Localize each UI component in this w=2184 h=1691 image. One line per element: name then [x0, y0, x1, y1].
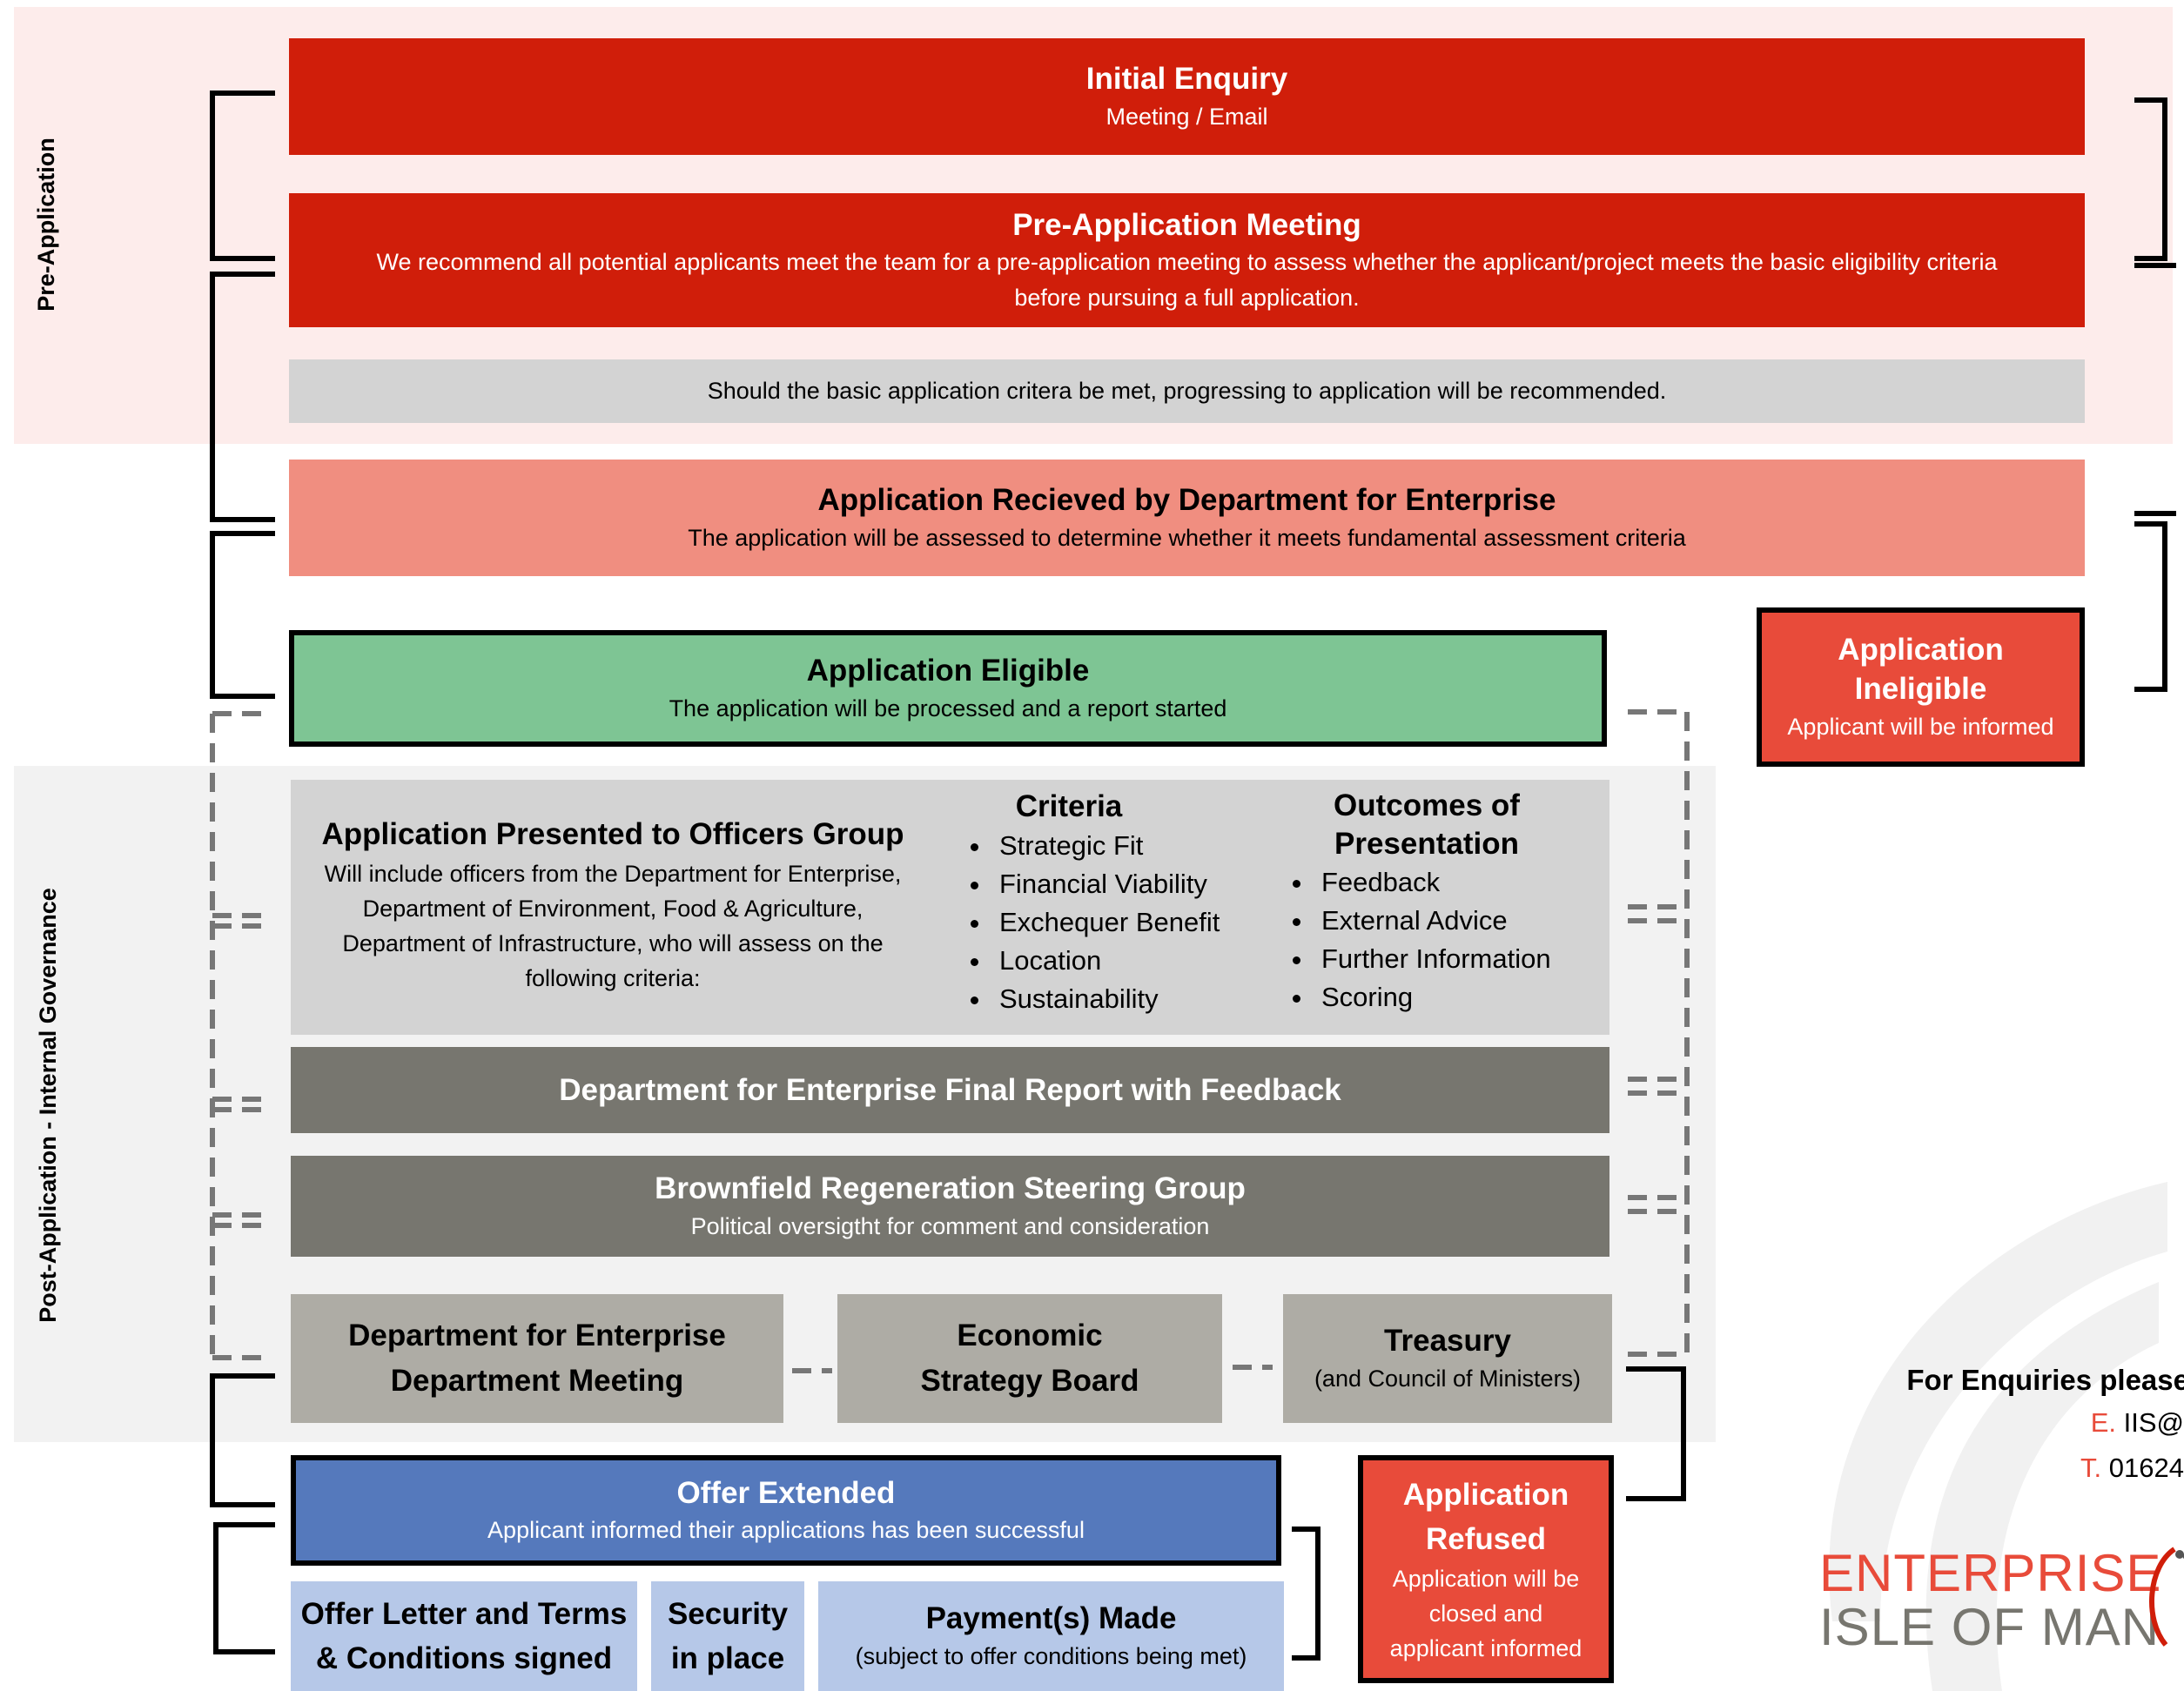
initial-enquiry-subtitle: Meeting / Email	[1105, 103, 1268, 130]
outcomes-title-1: Outcomes of	[1334, 788, 1520, 822]
security-box: Security in place	[651, 1581, 804, 1691]
offer-letter-title-2: & Conditions signed	[315, 1641, 613, 1675]
enquiries-phone-prefix: T.	[2080, 1453, 2102, 1483]
security-title-1: Security	[667, 1597, 789, 1631]
bracket-right-ineligible	[2134, 521, 2167, 692]
bracket-received-to-eligible	[210, 531, 275, 699]
criteria-item: Exchequer Benefit	[992, 903, 1222, 942]
criteria-column: Criteria Strategic Fit Financial Viabili…	[961, 787, 1222, 1018]
enquiries-heading: For Enquiries please	[1906, 1364, 2184, 1396]
application-refused-title-1: Application	[1402, 1478, 1569, 1512]
pre-application-meeting-box: Pre-Application Meeting We recommend all…	[289, 193, 2085, 327]
department-meeting-title-1: Department for Enterprise	[348, 1319, 726, 1352]
treasury-subtitle: (and Council of Ministers)	[1314, 1365, 1582, 1392]
criteria-item: Location	[992, 942, 1222, 980]
treasury-box: Treasury (and Council of Ministers)	[1283, 1294, 1612, 1423]
application-received-subtitle: The application will be assessed to dete…	[688, 524, 1686, 551]
offer-extended-subtitle: Applicant informed their applications ha…	[487, 1517, 1085, 1543]
outcomes-item: Further Information	[1314, 940, 1570, 978]
initial-enquiry-box: Initial Enquiry Meeting / Email	[289, 38, 2085, 155]
payments-box: Payment(s) Made (subject to offer condit…	[818, 1581, 1284, 1691]
application-eligible-title: Application Eligible	[806, 654, 1090, 688]
enquiries-block: For Enquiries please E. IIS@ T. 01624	[1872, 1360, 2184, 1491]
outcomes-list: Feedback External Advice Further Informa…	[1283, 863, 1570, 1017]
application-refused-line1: Application will be	[1392, 1566, 1580, 1592]
outcomes-title-2: Presentation	[1334, 827, 1519, 861]
economic-strategy-board-box: Economic Strategy Board	[837, 1294, 1222, 1423]
application-ineligible-box: Application Ineligible Applicant will be…	[1757, 607, 2085, 767]
department-meeting-box: Department for Enterprise Department Mee…	[291, 1294, 783, 1423]
steering-group-subtitle: Political oversigtht for comment and con…	[690, 1212, 1210, 1239]
application-ineligible-subtitle: Applicant will be informed	[1787, 713, 2054, 740]
criteria-title: Criteria	[1015, 789, 1123, 823]
logo-line-1: ENTERPRISE	[1819, 1546, 2162, 1602]
payments-subtitle: (subject to offer conditions being met)	[855, 1642, 1247, 1669]
payments-title: Payment(s) Made	[925, 1601, 1177, 1635]
pre-application-meeting-title: Pre-Application Meeting	[1012, 207, 1361, 242]
officers-group-description: Will include officers from the Departmen…	[324, 860, 902, 991]
bracket-payments-end	[1292, 1527, 1320, 1661]
outcomes-column: Outcomes of Presentation Feedback Extern…	[1283, 787, 1570, 1017]
pre-application-meeting-line1: We recommend all potential applicants me…	[376, 249, 1998, 276]
application-ineligible-title-2: Ineligible	[1854, 672, 1987, 707]
enquiries-email-prefix: E.	[2090, 1407, 2116, 1438]
bracket-right-enquiry	[2134, 97, 2167, 261]
logo-swoosh-graphic	[1829, 1182, 2167, 1691]
application-eligible-subtitle: The application will be processed and a …	[669, 695, 1227, 721]
officers-group-title: Application Presented to Officers Group	[321, 817, 904, 851]
bracket-meeting-to-received	[210, 272, 275, 522]
bracket-offer-to-steps	[213, 1522, 275, 1654]
logo-mark-icon	[2149, 1547, 2184, 1647]
steering-group-title: Brownfield Regeneration Steering Group	[655, 1171, 1246, 1205]
criteria-note-text: Should the basic application critera be …	[707, 378, 1667, 405]
department-meeting-title-2: Department Meeting	[390, 1364, 684, 1398]
offer-extended-title: Offer Extended	[676, 1475, 896, 1510]
outcomes-item: External Advice	[1314, 902, 1570, 940]
enquiries-email: E. IIS@	[1872, 1400, 2184, 1446]
application-eligible-box: Application Eligible The application wil…	[289, 630, 1607, 747]
enquiries-email-value: IIS@	[2123, 1407, 2184, 1438]
application-refused-title-2: Refused	[1425, 1522, 1547, 1556]
enterprise-logo: ENTERPRISE ISLE OF MAN	[1819, 1546, 2184, 1659]
officers-group-column: Application Presented to Officers Group …	[308, 815, 917, 996]
enquiries-phone: T. 01624	[1872, 1446, 2184, 1491]
offer-letter-box: Offer Letter and Terms & Conditions sign…	[291, 1581, 637, 1691]
final-report-box: Department for Enterprise Final Report w…	[291, 1047, 1609, 1133]
offer-letter-title-1: Offer Letter and Terms	[300, 1597, 628, 1631]
treasury-title: Treasury	[1384, 1324, 1511, 1358]
economic-strategy-board-title-1: Economic	[957, 1319, 1103, 1352]
bracket-treasury-to-refused	[1626, 1366, 1686, 1501]
criteria-item: Financial Viability	[992, 865, 1222, 903]
criteria-item: Strategic Fit	[992, 827, 1222, 865]
offer-extended-box: Offer Extended Applicant informed their …	[291, 1455, 1281, 1566]
final-report-title: Department for Enterprise Final Report w…	[559, 1072, 1341, 1107]
application-refused-line2: closed and	[1428, 1600, 1543, 1627]
application-ineligible-title-1: Application	[1838, 632, 2004, 667]
outcomes-item: Feedback	[1314, 863, 1570, 902]
initial-enquiry-title: Initial Enquiry	[1085, 62, 1288, 96]
steering-group-box: Brownfield Regeneration Steering Group P…	[291, 1156, 1609, 1257]
security-title-2: in place	[670, 1641, 785, 1675]
criteria-note-box: Should the basic application critera be …	[289, 359, 2085, 423]
bracket-board-to-offer	[210, 1373, 275, 1507]
outcomes-item: Scoring	[1314, 978, 1570, 1017]
criteria-item: Sustainability	[992, 980, 1222, 1018]
economic-strategy-board-title-2: Strategy Board	[920, 1364, 1139, 1398]
application-received-box: Application Recieved by Department for E…	[289, 460, 2085, 576]
bracket-enquiry-to-meeting	[210, 91, 275, 261]
application-refused-box: Application Refused Application will be …	[1358, 1455, 1614, 1683]
criteria-list: Strategic Fit Financial Viability Excheq…	[961, 827, 1222, 1018]
officers-group-panel: Application Presented to Officers Group …	[291, 780, 1609, 1035]
application-received-title: Application Recieved by Department for E…	[817, 483, 1556, 517]
logo-line-2: ISLE OF MAN	[1819, 1598, 2160, 1656]
application-refused-line3: applicant informed	[1389, 1635, 1583, 1661]
pre-application-meeting-line2: before pursuing a full application.	[1014, 284, 1360, 311]
enquiries-phone-value: 01624	[2108, 1453, 2184, 1483]
